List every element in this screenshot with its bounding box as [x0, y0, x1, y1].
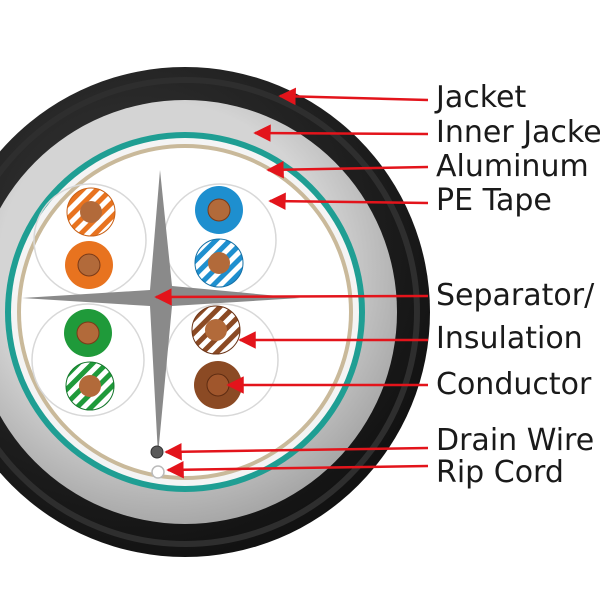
orange-white-conductor	[80, 201, 102, 223]
orange-conductor	[77, 253, 101, 277]
rip-cord	[151, 465, 165, 479]
jacket-highlight-ring	[0, 77, 420, 547]
leader-drain-wire	[164, 443, 429, 461]
label-separator: Separator/	[436, 278, 595, 313]
brown-conductor	[206, 373, 230, 397]
leader-aluminum	[266, 160, 429, 179]
orange-pair	[65, 187, 116, 289]
brown-white-conductor	[205, 319, 227, 341]
label-jacket: Jacket	[434, 80, 526, 115]
leader-lines	[154, 87, 429, 479]
green-pair	[64, 309, 115, 411]
leader-pe-tape	[268, 192, 429, 210]
leader-inner-jacket	[253, 124, 429, 142]
label-rip-cord: Rip Cord	[436, 455, 564, 490]
leader-jacket	[278, 87, 429, 106]
brown-pair	[191, 305, 242, 409]
green-conductor	[76, 321, 100, 345]
separator-spline	[22, 170, 300, 455]
drain-wire	[150, 445, 164, 459]
label-pe-tape: PE Tape	[436, 183, 552, 218]
label-inner-jacket: Inner Jacke	[436, 115, 600, 150]
label-aluminum: Aluminum	[436, 149, 589, 184]
label-conductor: Conductor	[436, 367, 592, 402]
blue-white-conductor	[208, 252, 230, 274]
label-insulation: Insulation	[436, 321, 583, 356]
leader-separator	[154, 288, 429, 306]
label-drain-wire: Drain Wire	[436, 423, 594, 458]
blue-conductor	[207, 198, 231, 222]
green-white-conductor	[79, 375, 101, 397]
leader-rip-cord	[166, 461, 429, 479]
blue-pair	[194, 186, 244, 288]
